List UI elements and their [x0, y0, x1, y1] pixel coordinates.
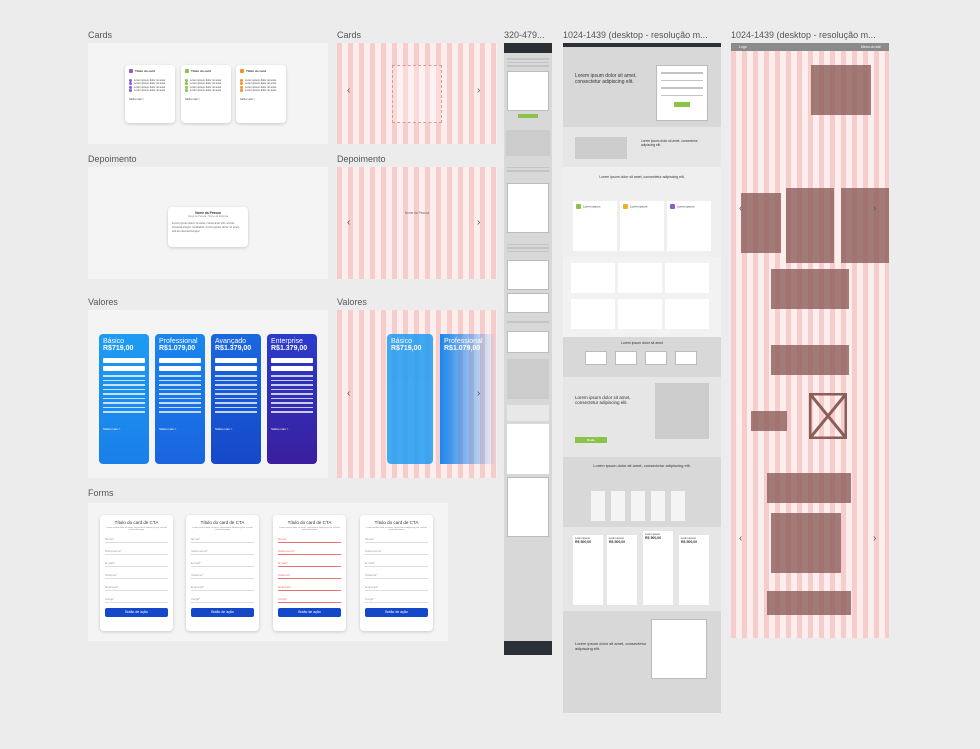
field-telefone[interactable]: Telefone*	[105, 572, 168, 579]
field-sobrenome[interactable]: Sobrenome*	[105, 548, 168, 555]
field-cargo[interactable]: Cargo*	[278, 596, 341, 603]
chevron-left-icon[interactable]: ‹	[347, 388, 351, 399]
section-label-depoimento-grid: Depoimento	[337, 154, 386, 164]
valores-frame: Básico R$719,00 Saiba mais > Professiona…	[88, 310, 328, 478]
desktop-frame-1: Lorem ipsum dolor sit amet, consectetur …	[563, 43, 721, 713]
field-email[interactable]: E-mail*	[365, 560, 428, 567]
cards-grid-frame: ‹ ›	[337, 43, 497, 144]
chevron-right-icon[interactable]: ›	[873, 203, 877, 214]
frame-label-desktop-1: 1024-1439 (desktop - resolução m...	[563, 30, 708, 40]
chevron-left-icon[interactable]: ‹	[347, 217, 351, 228]
field-cargo[interactable]: Cargo*	[105, 596, 168, 603]
chevron-left-icon[interactable]: ‹	[347, 85, 351, 96]
field-email[interactable]: E-mail*	[105, 560, 168, 567]
plan-professional[interactable]: Professional R$1.079,00 Saiba mais >	[155, 334, 205, 464]
grid-testimonial: Nome da Pessoa	[404, 211, 430, 215]
cta-button[interactable]: Botão de ação	[365, 608, 428, 617]
grid-plan-basico: Básico R$719,00	[387, 334, 433, 464]
forms-frame: Título do card de CTA Lorem ipsum dolor …	[88, 503, 448, 641]
section-label-valores: Valores	[88, 297, 118, 307]
hero-title: Lorem ipsum dolor sit amet, consectetur …	[575, 73, 637, 85]
grid-card	[392, 65, 442, 123]
card-small-3: Lorem ipsum	[667, 201, 711, 251]
form-card-3-error: Título do card de CTA Lorem ipsum dolor …	[273, 515, 346, 631]
chevron-right-icon[interactable]: ›	[477, 388, 481, 399]
frame-label-mobile: 320-479...	[504, 30, 545, 40]
field-sobrenome[interactable]: Sobrenome*	[191, 548, 254, 555]
frame-label-desktop-2: 1024-1439 (desktop - resolução m...	[731, 30, 876, 40]
field-cargo[interactable]: Cargo*	[191, 596, 254, 603]
button[interactable]: Botão	[575, 437, 607, 443]
card-3[interactable]: Título do card Lorem ipsum dolor sit ame…	[236, 65, 286, 123]
card-1[interactable]: Título do card Lorem ipsum dolor sit ame…	[125, 65, 175, 123]
cards-frame: Título do card Lorem ipsum dolor sit ame…	[88, 43, 328, 144]
section-label-valores-grid: Valores	[337, 297, 367, 307]
chevron-left-icon[interactable]: ‹	[739, 203, 743, 214]
card-small-2: Lorem ipsum	[620, 201, 664, 251]
logo[interactable]: Logo	[739, 45, 747, 49]
cta-button[interactable]: Botão de ação	[191, 608, 254, 617]
mobile-frame	[504, 43, 552, 655]
field-empresa[interactable]: Empresa*	[191, 584, 254, 591]
plan-avancado[interactable]: Avançado R$1.379,00 Saiba mais >	[211, 334, 261, 464]
field-telefone[interactable]: Telefone*	[191, 572, 254, 579]
field-sobrenome[interactable]: Sobrenome*	[365, 548, 428, 555]
form-card-4: Título do card de CTA Lorem ipsum dolor …	[360, 515, 433, 631]
field-nome[interactable]: Nome*	[191, 536, 254, 543]
field-empresa[interactable]: Empresa*	[365, 584, 428, 591]
field-telefone[interactable]: Telefone*	[278, 572, 341, 579]
field-email[interactable]: E-mail*	[278, 560, 341, 567]
site-menu[interactable]: Menu do site	[860, 45, 881, 49]
chevron-right-icon[interactable]: ›	[873, 533, 877, 544]
chevron-right-icon[interactable]: ›	[477, 85, 481, 96]
field-nome[interactable]: Nome*	[278, 536, 341, 543]
cta-button[interactable]: Botão de ação	[278, 608, 341, 617]
chevron-left-icon[interactable]: ‹	[739, 533, 743, 544]
section-label-cards: Cards	[88, 30, 113, 40]
section-label-depoimento: Depoimento	[88, 154, 137, 164]
field-nome[interactable]: Nome*	[365, 536, 428, 543]
valores-grid-frame: Básico R$719,00 Professional R$1.079,00 …	[337, 310, 497, 478]
form-card-1: Título do card de CTA Lorem ipsum dolor …	[100, 515, 173, 631]
section-label-forms: Forms	[88, 488, 114, 498]
hero-form	[656, 65, 708, 121]
card-small-1: Lorem ipsum	[573, 201, 617, 251]
plan-enterprise[interactable]: Enterprise R$1.379,00 Saiba mais >	[267, 334, 317, 464]
cta-button[interactable]: Botão de ação	[105, 608, 168, 617]
desktop-frame-2: Logo Menu do site ‹ › ‹ ›	[731, 43, 889, 638]
field-telefone[interactable]: Telefone*	[365, 572, 428, 579]
plan-basico[interactable]: Básico R$719,00 Saiba mais >	[99, 334, 149, 464]
depoimento-frame: Nome da Pessoa Cargo da Pessoa - Nome da…	[88, 167, 328, 279]
section-label-cards-grid: Cards	[337, 30, 362, 40]
form-card-2: Título do card de CTA Lorem ipsum dolor …	[186, 515, 259, 631]
grid-plan-professional: Professional R$1.079,00	[440, 334, 497, 464]
field-empresa[interactable]: Empresa*	[105, 584, 168, 591]
testimonial-card: Nome da Pessoa Cargo da Pessoa - Nome da…	[168, 207, 248, 247]
field-nome[interactable]: Nome*	[105, 536, 168, 543]
card-2[interactable]: Título do card Lorem ipsum dolor sit ame…	[181, 65, 231, 123]
depoimento-grid-frame: ‹ › Nome da Pessoa	[337, 167, 497, 279]
field-cargo[interactable]: Cargo*	[365, 596, 428, 603]
chevron-right-icon[interactable]: ›	[477, 217, 481, 228]
image-placeholder-icon	[809, 393, 847, 439]
field-sobrenome[interactable]: Sobrenome*	[278, 548, 341, 555]
field-empresa[interactable]: Empresa*	[278, 584, 341, 591]
field-email[interactable]: E-mail*	[191, 560, 254, 567]
